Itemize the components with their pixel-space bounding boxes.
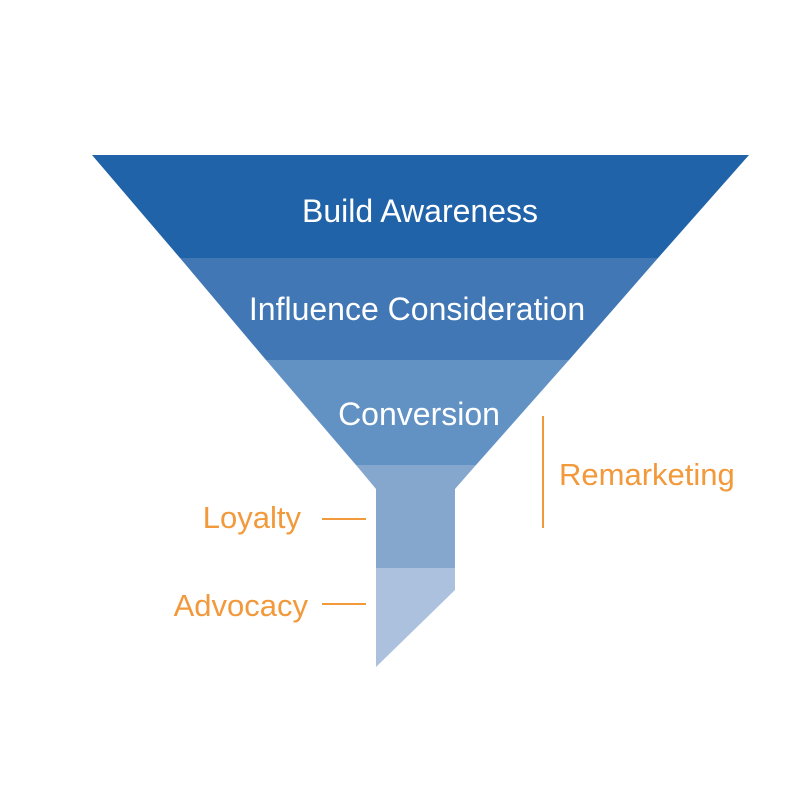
loyalty-label: Loyalty <box>203 500 302 535</box>
advocacy-label: Advocacy <box>174 588 309 623</box>
funnel-stage-conversion <box>266 360 569 465</box>
conversion-label: Conversion <box>338 396 500 432</box>
funnel-stage-build-awareness <box>92 155 749 258</box>
influence-consideration-label: Influence Consideration <box>249 291 585 327</box>
funnel-stage-advocacy <box>376 568 455 667</box>
funnel-stage-loyalty <box>356 465 476 568</box>
funnel-stage-influence-consideration <box>180 258 658 360</box>
build-awareness-label: Build Awareness <box>302 193 538 229</box>
remarketing-label: Remarketing <box>559 457 735 492</box>
